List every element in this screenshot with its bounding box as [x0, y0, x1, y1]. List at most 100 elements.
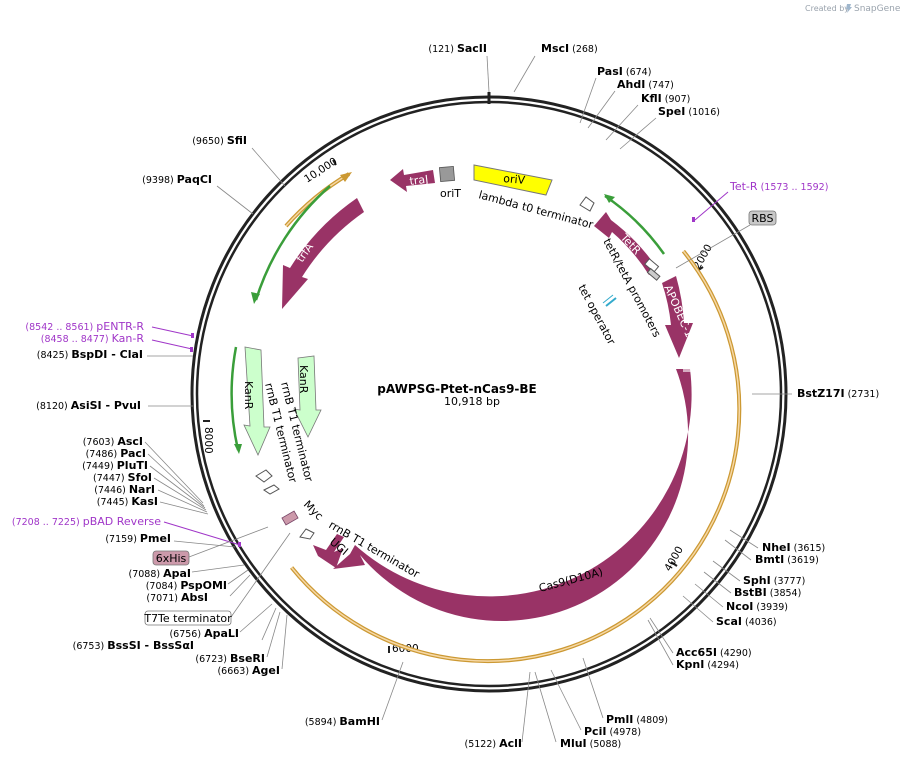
snapgene-credit: Created by SnapGene [805, 4, 901, 14]
site-position: (5088) [587, 739, 622, 750]
promoter-arrow-1 [255, 469, 273, 483]
site-label-pmei: (7159) PmeI [105, 532, 171, 545]
primer-label-pbad-reverse: (7208 .. 7225) pBAD Reverse [12, 515, 161, 528]
site-name: NheI [762, 541, 791, 554]
site-line-apali [239, 603, 273, 633]
primer-position: (7208 .. 7225) [12, 517, 83, 528]
site-position: (9650) [192, 136, 227, 147]
site-position: (7449) [82, 461, 117, 472]
site-label-kasi: (7445) KasI [97, 495, 158, 508]
site-line-sfoi [153, 477, 207, 511]
tetr-promoter-grey-box [646, 267, 661, 281]
site-line-sphi [712, 560, 741, 582]
tick-mark-10-000 [332, 159, 337, 166]
credit-brand: SnapGene [854, 4, 901, 14]
site-label-kfli: KflI (907) [641, 92, 690, 105]
primer-name: Tet-R [729, 180, 758, 193]
primer-mark-tet-r [692, 217, 695, 222]
site-name: NarI [129, 483, 155, 496]
trfa-feature [282, 198, 364, 309]
tick-label-8000: 8000 [202, 427, 214, 454]
site-line-mlui [534, 671, 557, 743]
tet-operator-mark-1 [605, 297, 617, 307]
site-name: AscI [117, 435, 143, 448]
cas9-feature [333, 369, 692, 621]
site-position: (7071) [146, 593, 181, 604]
site-position: (6756) [169, 629, 204, 640]
site-label-apali: (6756) ApaLI [169, 627, 239, 640]
site-line-msci [513, 55, 536, 93]
site-name: PmlI [606, 713, 633, 726]
tetr-green-arrowhead [604, 194, 615, 203]
myc-label: Myc [301, 498, 326, 523]
site-position: (5894) [305, 717, 340, 728]
site-line-apai [191, 564, 245, 573]
site-name: PaqCI [177, 173, 212, 186]
site-label-bamhi: (5894) BamHI [305, 715, 380, 728]
site-name: BspDI - ClaI [71, 348, 143, 361]
site-label-bseri: (6723) BseRI [195, 652, 265, 665]
trfa-green-arrowhead [251, 292, 260, 304]
site-name: AbsI [181, 591, 208, 604]
site-position: (7084) [146, 581, 181, 592]
ugi-feature [313, 534, 344, 568]
site-position: (4290) [717, 648, 752, 659]
oriv-label: oriV [503, 172, 526, 187]
trfa-green-track [254, 185, 331, 301]
site-label-bstz17i: BstZ17I (2731) [797, 387, 879, 400]
site-line-bmti [724, 539, 752, 561]
tetr-promoter-arrow [579, 196, 595, 212]
kanr-feature-right [293, 355, 322, 438]
kanr-right-label: KanR [297, 365, 310, 394]
kanr-green-track [230, 346, 240, 451]
site-label-paqci: (9398) PaqCI [142, 173, 212, 186]
tick-mark-4000 [670, 561, 678, 567]
site-position: (9398) [142, 175, 177, 186]
site-label-paci: (7486) PacI [86, 447, 146, 460]
box-rbs [748, 210, 777, 226]
site-label-sfii: (9650) SfiI [192, 134, 247, 147]
site-label-asisi-pvui: (8120) AsiSI - PvuI [36, 399, 141, 412]
oriv-feature [473, 164, 553, 196]
site-label-apai: (7088) ApaI [128, 567, 191, 580]
site-position: (7486) [86, 449, 121, 460]
site-line-paci [147, 453, 205, 507]
site-position: (268) [569, 44, 598, 55]
lambda-terminator-label: lambda t0 terminator [477, 188, 595, 231]
site-position: (674) [623, 67, 652, 78]
site-position: (3615) [791, 543, 826, 554]
site-name: MscI [541, 42, 569, 55]
site-line-spei [619, 117, 657, 150]
site-label-kpni: KpnI (4294) [676, 658, 739, 671]
orit-label: oriT [440, 187, 461, 200]
primer-line-kan-r [151, 339, 193, 350]
site-position: (7603) [83, 437, 118, 448]
site-name: BseRI [230, 652, 265, 665]
site-label-pasi: PasI (674) [597, 65, 651, 78]
site-line-pmei [173, 540, 236, 548]
site-name: ApaI [163, 567, 191, 580]
site-name: PmeI [140, 532, 171, 545]
site-position: (8120) [36, 401, 71, 412]
site-line-bseri [266, 611, 281, 658]
site-label-ahdi: AhdI (747) [617, 78, 674, 91]
site-label-mlui: MluI (5088) [560, 737, 621, 750]
site-position: (7445) [97, 497, 132, 508]
site-label-sphi: SphI (3777) [743, 574, 805, 587]
box-label-rbs: RBS [752, 212, 774, 225]
site-label-acli: (5122) AclI [464, 737, 522, 750]
site-position: (4809) [633, 715, 668, 726]
kanr-green-arrowhead [234, 444, 242, 454]
site-position: (907) [662, 94, 691, 105]
box-6xhis [152, 550, 190, 566]
site-label-agei: (6663) AgeI [217, 664, 280, 677]
site-label-spei: SpeI (1016) [658, 105, 720, 118]
credit-prefix: Created by [805, 4, 849, 13]
site-position: (7088) [128, 569, 163, 580]
primer-line-pentr-r [151, 326, 194, 337]
site-line-nari [157, 489, 208, 513]
site-name: SphI [743, 574, 771, 587]
site-position: (6723) [195, 654, 230, 665]
site-line-agei [281, 614, 288, 670]
